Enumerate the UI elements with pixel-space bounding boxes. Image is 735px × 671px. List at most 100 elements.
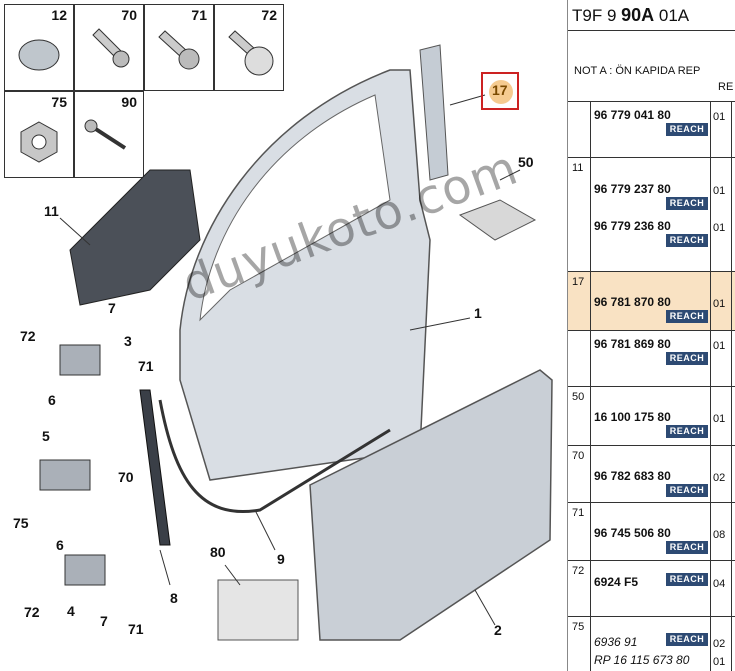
plug-icon: [18, 39, 60, 71]
callout-11[interactable]: 11: [44, 203, 59, 219]
note-text: NOT A : ÖN KAPIDA REP: [574, 65, 701, 77]
thumb-70[interactable]: 70: [74, 4, 144, 91]
table-note: NOT A : ÖN KAPIDA REP RE: [568, 31, 735, 102]
callout-72[interactable]: 72: [20, 328, 36, 344]
seal-kit-50[interactable]: [458, 199, 537, 241]
quantity: 01: [713, 111, 726, 123]
callout-6b[interactable]: 6: [56, 537, 64, 553]
thumb-ref: 75: [51, 94, 67, 110]
quantity: 01: [713, 185, 726, 197]
callout-4[interactable]: 4: [67, 603, 75, 619]
note-text-cont: RE: [718, 81, 734, 93]
thumb-ref: 70: [121, 7, 137, 23]
callout-6[interactable]: 6: [48, 392, 56, 408]
reach-badge: REACH: [666, 633, 708, 646]
part-number[interactable]: 96 745 506 80: [594, 526, 671, 540]
callout-75[interactable]: 75: [13, 515, 29, 531]
quantity: 01: [713, 413, 726, 425]
reach-badge: REACH: [666, 234, 708, 247]
weatherstrip-9[interactable]: [158, 399, 391, 513]
part-number[interactable]: 6936 91: [594, 635, 638, 649]
callout-17: 17: [492, 82, 508, 98]
reach-badge: REACH: [666, 541, 708, 554]
callout-1[interactable]: 1: [474, 305, 482, 321]
part-number[interactable]: 96 779 041 80: [594, 108, 671, 122]
quantity: 02: [713, 472, 726, 484]
callout-7b[interactable]: 7: [100, 613, 108, 629]
thumb-ref: 72: [261, 7, 277, 23]
quantity: 02: [713, 638, 726, 650]
callout-50[interactable]: 50: [518, 154, 534, 170]
reach-badge: REACH: [666, 197, 708, 210]
door-seal-8[interactable]: [139, 389, 171, 546]
header-prefix: T9F 9: [572, 6, 622, 25]
part-number[interactable]: 16 100 175 80: [594, 410, 671, 424]
callout-5[interactable]: 5: [42, 428, 50, 444]
window-regulator-11[interactable]: [69, 169, 201, 306]
part-number[interactable]: 96 781 870 80: [594, 295, 671, 309]
parts-table: T9F 9 90A 01A NOT A : ÖN KAPIDA REP RE 96…: [568, 0, 735, 671]
washer-screw-icon: [228, 30, 274, 76]
thumb-72[interactable]: 72: [214, 4, 284, 91]
screw-icon: [92, 28, 130, 68]
part-number[interactable]: RP 16 115 673 80: [594, 653, 690, 667]
callout-72b[interactable]: 72: [24, 604, 40, 620]
callout-70[interactable]: 70: [118, 469, 134, 485]
row-ref: 75: [572, 621, 585, 633]
part-number[interactable]: 96 781 869 80: [594, 337, 671, 351]
part-number[interactable]: 96 779 237 80: [594, 182, 671, 196]
check-strap-5[interactable]: [39, 459, 91, 491]
row-ref: 70: [572, 450, 585, 462]
quantity: 04: [713, 578, 726, 590]
row-ref: 17: [572, 276, 585, 288]
thumb-71[interactable]: 71: [144, 4, 214, 91]
clip-kit-80[interactable]: [217, 579, 299, 641]
row-ref: 50: [572, 391, 585, 403]
part-number[interactable]: 6924 F5: [594, 575, 639, 589]
table-row[interactable]: 75 6936 91 REACH 02 RP 16 115 673 80 01: [568, 617, 735, 671]
callout-3[interactable]: 3: [124, 333, 132, 349]
reach-badge: REACH: [666, 352, 708, 365]
row-ref: 72: [572, 565, 585, 577]
thumb-ref: 90: [121, 94, 137, 110]
reach-badge: REACH: [666, 573, 708, 586]
header-bold: 90A: [621, 5, 655, 25]
quantity: 01: [713, 656, 726, 668]
callout-9[interactable]: 9: [277, 551, 285, 567]
quantity: 01: [713, 222, 726, 234]
trim-strip-17[interactable]: [419, 44, 449, 181]
part-number[interactable]: 96 782 683 80: [594, 469, 671, 483]
callout-80[interactable]: 80: [210, 544, 226, 560]
parts-diagram: 12 70 71 72 75 90: [4, 0, 568, 671]
door-illustration: [39, 44, 553, 641]
lower-hinge-4[interactable]: [64, 554, 106, 586]
reach-badge: REACH: [666, 425, 708, 438]
row-ref: 71: [572, 507, 585, 519]
reach-badge: REACH: [666, 310, 708, 323]
header-suffix: 01A: [654, 6, 690, 25]
thumb-90[interactable]: 90: [74, 91, 144, 178]
quantity: 01: [713, 298, 726, 310]
outer-door-panel[interactable]: [309, 369, 553, 641]
callout-8[interactable]: 8: [170, 590, 178, 606]
callout-2[interactable]: 2: [494, 622, 502, 638]
callout-71[interactable]: 71: [138, 358, 154, 374]
callout-7[interactable]: 7: [108, 300, 116, 316]
row-ref: 11: [572, 162, 584, 174]
bolt-icon: [158, 30, 200, 70]
thumb-12[interactable]: 12: [4, 4, 74, 91]
highlighted-callout-17[interactable]: 17: [481, 72, 519, 110]
upper-hinge-3[interactable]: [59, 344, 101, 376]
table-row[interactable]: 72 6924 F5 REACH 04: [568, 561, 735, 617]
thumb-75[interactable]: 75: [4, 91, 74, 178]
part-number[interactable]: 96 779 236 80: [594, 219, 671, 233]
callout-71b[interactable]: 71: [128, 621, 144, 637]
table-header: T9F 9 90A 01A: [568, 0, 735, 31]
